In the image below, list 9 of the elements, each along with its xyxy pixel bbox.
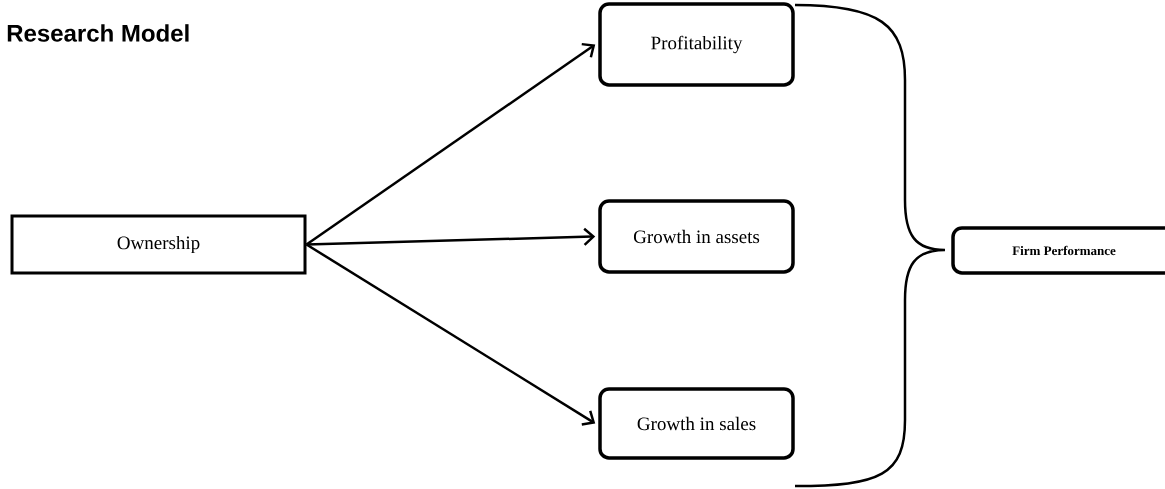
rounded-box: Growth in sales	[598, 387, 795, 460]
concept-box: Ownership	[10, 214, 307, 275]
arrow	[305, 243, 596, 426]
arrow	[305, 42, 596, 246]
rounded-box: Growth in assets	[598, 199, 795, 274]
arrow	[306, 227, 596, 246]
rounded-box: Firm Performance	[951, 226, 1165, 275]
title: Research Model	[7, 24, 189, 42]
rounded-box: Profitability	[598, 2, 795, 87]
